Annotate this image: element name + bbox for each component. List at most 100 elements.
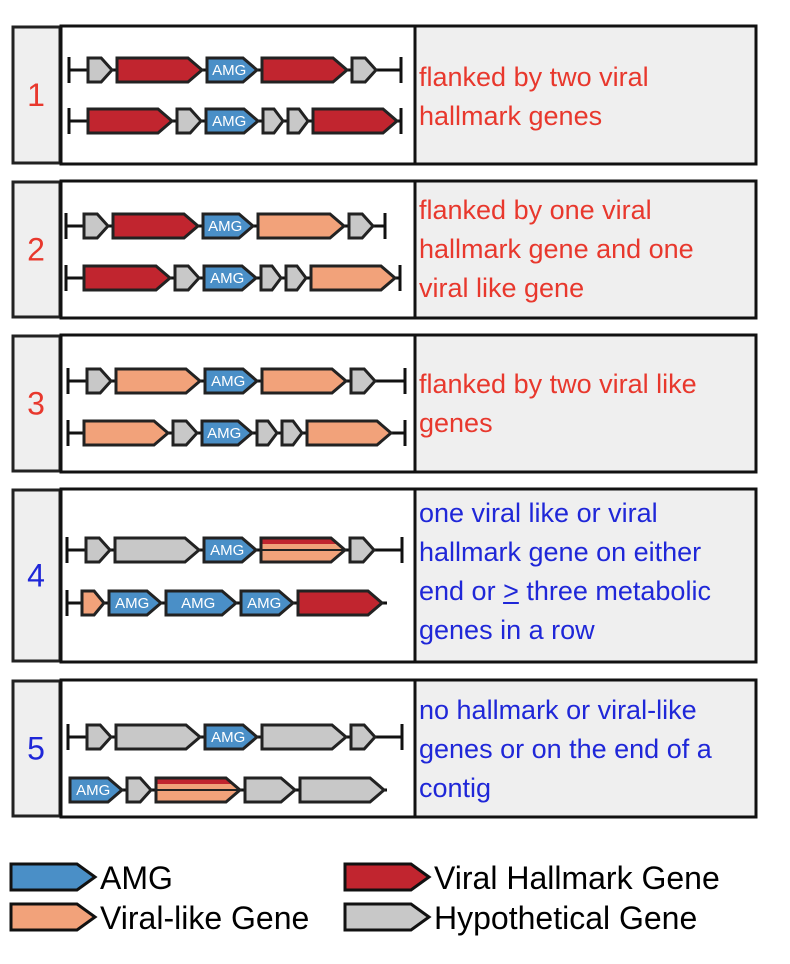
gene-arrow-hypothetical bbox=[171, 419, 200, 447]
gene-arrow-viral-like bbox=[260, 367, 349, 395]
gene-arrow-hypothetical bbox=[350, 56, 379, 84]
gene-arrow-hypothetical bbox=[286, 107, 310, 135]
gene-arrow-amg bbox=[107, 589, 164, 617]
category-number: 2 bbox=[27, 232, 45, 268]
gene-arrow-hypothetical bbox=[280, 419, 304, 447]
category-2-description: flanked by one viral hallmark gene and o… bbox=[419, 191, 694, 308]
gene-arrow-amg bbox=[68, 776, 125, 804]
gene-arrow-amg bbox=[202, 536, 259, 564]
gene-arrow-amg bbox=[204, 107, 261, 135]
category-number: 3 bbox=[27, 386, 45, 422]
gene-arrow-hallmark bbox=[86, 107, 175, 135]
gene-context-panel bbox=[59, 179, 417, 320]
category-number-tab bbox=[11, 488, 62, 663]
category-5-description: no hallmark or viral-like genes or on th… bbox=[419, 691, 712, 808]
desc-line: flanked by two viral bbox=[419, 62, 649, 92]
amg-label: AMG bbox=[210, 542, 244, 559]
legend bbox=[9, 862, 432, 932]
amg-label: AMG bbox=[115, 595, 149, 612]
category-1-panel: 1 bbox=[11, 24, 758, 166]
legend-arrow-hallmark bbox=[343, 862, 432, 892]
desc-line: hallmark gene and one bbox=[419, 234, 694, 264]
category-2-panel: 2 bbox=[11, 179, 758, 320]
desc-fragment: end or bbox=[419, 576, 504, 606]
gene-arrow-hypothetical bbox=[173, 264, 202, 292]
description-panel bbox=[413, 487, 758, 664]
desc-line: contig bbox=[419, 773, 492, 803]
gene-arrow-outline bbox=[154, 776, 243, 804]
gene-arrow-amg bbox=[203, 723, 260, 751]
desc-line: hallmark gene on either bbox=[419, 537, 702, 567]
gene-arrow-amg bbox=[200, 419, 255, 447]
desc-line: one viral like or viral bbox=[419, 498, 658, 528]
gene-arrow-hypothetical bbox=[125, 776, 154, 804]
gene-arrow-hypothetical bbox=[85, 723, 114, 751]
desc-line: flanked by one viral bbox=[419, 195, 652, 225]
category-number: 4 bbox=[27, 558, 45, 594]
gene-arrow-amg bbox=[202, 264, 259, 292]
greater-equal-symbol: > bbox=[503, 576, 519, 606]
gene-arrow-hypothetical bbox=[86, 56, 115, 84]
gene-arrow-amg bbox=[205, 56, 260, 84]
gene-arrow-hallmark bbox=[296, 589, 385, 617]
gene-arrow-amg bbox=[164, 589, 239, 617]
description-panel bbox=[413, 678, 758, 819]
amg-label: AMG bbox=[211, 729, 245, 746]
legend-arrow-viral-like bbox=[9, 902, 98, 932]
amg-label: AMG bbox=[212, 113, 246, 130]
gene-arrow-amg bbox=[203, 367, 260, 395]
desc-line: no hallmark or viral-like bbox=[419, 695, 697, 725]
category-3-description: flanked by two viral like genes bbox=[419, 365, 697, 443]
legend-label-viral-like: Viral-like Gene bbox=[100, 900, 310, 936]
desc-line: genes or on the end of a bbox=[419, 734, 712, 764]
desc-line: genes in a row bbox=[419, 615, 595, 645]
gene-arrow-hypothetical bbox=[84, 536, 113, 564]
legend-arrow-hypothetical bbox=[343, 902, 432, 932]
gene-arrow-hypothetical bbox=[82, 212, 111, 240]
gene-arrow-amg bbox=[201, 212, 256, 240]
amg-label: AMG bbox=[76, 782, 110, 799]
amg-label: AMG bbox=[211, 373, 245, 390]
amg-label: AMG bbox=[207, 425, 241, 442]
gene-arrow-hallmark bbox=[311, 107, 400, 135]
gene-arrow-hypothetical bbox=[348, 536, 377, 564]
gene-context-panel bbox=[59, 333, 417, 474]
amg-label: AMG bbox=[208, 218, 242, 235]
gene-arrow-viral-like bbox=[80, 589, 106, 617]
category-number: 5 bbox=[27, 731, 45, 767]
amg-label: AMG bbox=[212, 62, 246, 79]
legend-arrow-amg bbox=[9, 862, 98, 892]
gene-arrow-hypothetical bbox=[298, 776, 387, 804]
gene-arrow-amg bbox=[239, 589, 296, 617]
legend-label-amg: AMG bbox=[100, 860, 173, 896]
gene-arrow-hypothetical bbox=[243, 776, 298, 804]
gene-arrow-hypothetical bbox=[259, 264, 283, 292]
category-1-description: flanked by two viral hallmark genes bbox=[419, 58, 649, 136]
gene-arrow-hallmark bbox=[111, 212, 201, 240]
category-number: 1 bbox=[27, 77, 45, 113]
gene-arrow-hypothetical bbox=[114, 723, 203, 751]
gene-arrow-viral-like bbox=[82, 419, 171, 447]
gene-arrow-outline bbox=[259, 536, 348, 564]
desc-line: genes bbox=[419, 408, 493, 438]
amg-label: AMG bbox=[210, 270, 244, 287]
gene-arrow-hypothetical bbox=[349, 367, 378, 395]
legend-label-hypothetical: Hypothetical Gene bbox=[434, 900, 698, 936]
gene-arrow-hypothetical bbox=[85, 367, 114, 395]
gene-arrow-hypothetical bbox=[261, 107, 285, 135]
gene-arrow-hallmark bbox=[115, 56, 205, 84]
gene-arrow-hypothetical bbox=[284, 264, 308, 292]
gene-arrow-viral-like bbox=[256, 212, 347, 240]
category-4-description: one viral like or viral hallmark gene on… bbox=[419, 494, 711, 650]
gene-context-panel bbox=[59, 24, 417, 166]
description-panel bbox=[413, 24, 758, 166]
category-number-tab bbox=[11, 25, 62, 165]
legend-label-hallmark: Viral Hallmark Gene bbox=[434, 860, 720, 896]
desc-line: flanked by two viral like bbox=[419, 369, 697, 399]
desc-line: viral like gene bbox=[419, 273, 585, 303]
amg-label: AMG bbox=[247, 595, 281, 612]
amg-label: AMG bbox=[181, 595, 215, 612]
gene-arrow-hypothetical bbox=[113, 536, 202, 564]
category-3-panel: 3 bbox=[11, 333, 758, 474]
